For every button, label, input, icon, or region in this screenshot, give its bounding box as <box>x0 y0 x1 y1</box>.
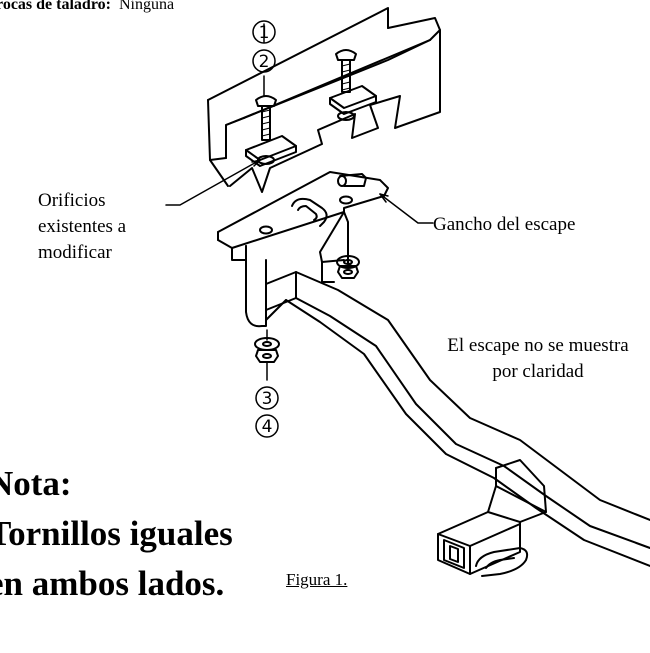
existing-holes-line-2: existentes a <box>38 216 127 237</box>
exhaust-not-shown-line-1: El escape no se muestra <box>447 335 629 356</box>
part-number-callouts <box>252 20 279 438</box>
drill-bits-header: rocas de taladro: Ninguna <box>0 0 174 13</box>
figure-caption: Figura 1. <box>286 570 348 589</box>
drill-bits-label: rocas de taladro: <box>0 0 111 13</box>
frame-plates <box>245 85 377 167</box>
hitch-bracket <box>217 171 389 328</box>
nut-washer-left <box>254 337 280 363</box>
hitch-cross-tube <box>265 271 650 567</box>
note-line-2: Tornillos iguales <box>0 514 233 553</box>
drill-bits-value: Ninguna <box>118 0 175 13</box>
exhaust-not-shown-callout: El escape no se muestra por claridad <box>413 333 650 385</box>
part-number-circle-1 <box>252 20 276 44</box>
carriage-bolt-left <box>255 95 277 141</box>
exhaust-not-shown-line-2: por claridad <box>492 361 584 382</box>
existing-holes-callout: Orificios existentes a modificar <box>38 188 188 266</box>
carriage-bolt-right <box>335 49 357 93</box>
hitch-receiver <box>437 459 547 577</box>
part-number-3: 3 <box>262 389 273 409</box>
note-line-3: en ambos lados. <box>0 564 225 603</box>
part-number-4: 4 <box>262 417 273 437</box>
note-title: Nota: <box>0 464 72 503</box>
part-number-2: 2 <box>259 52 270 72</box>
existing-holes-line-1: Orificios <box>38 190 106 211</box>
part-number-circle-2 <box>252 49 276 73</box>
part-number-circle-3 <box>255 386 279 410</box>
part-number-circle-4 <box>255 414 279 438</box>
existing-holes-line-3: modificar <box>38 242 112 263</box>
exhaust-hanger-callout: Gancho del escape <box>433 214 576 235</box>
frame-rail <box>207 7 441 193</box>
part-number-1: 1 <box>259 23 270 43</box>
nut-washer-right <box>336 255 360 279</box>
